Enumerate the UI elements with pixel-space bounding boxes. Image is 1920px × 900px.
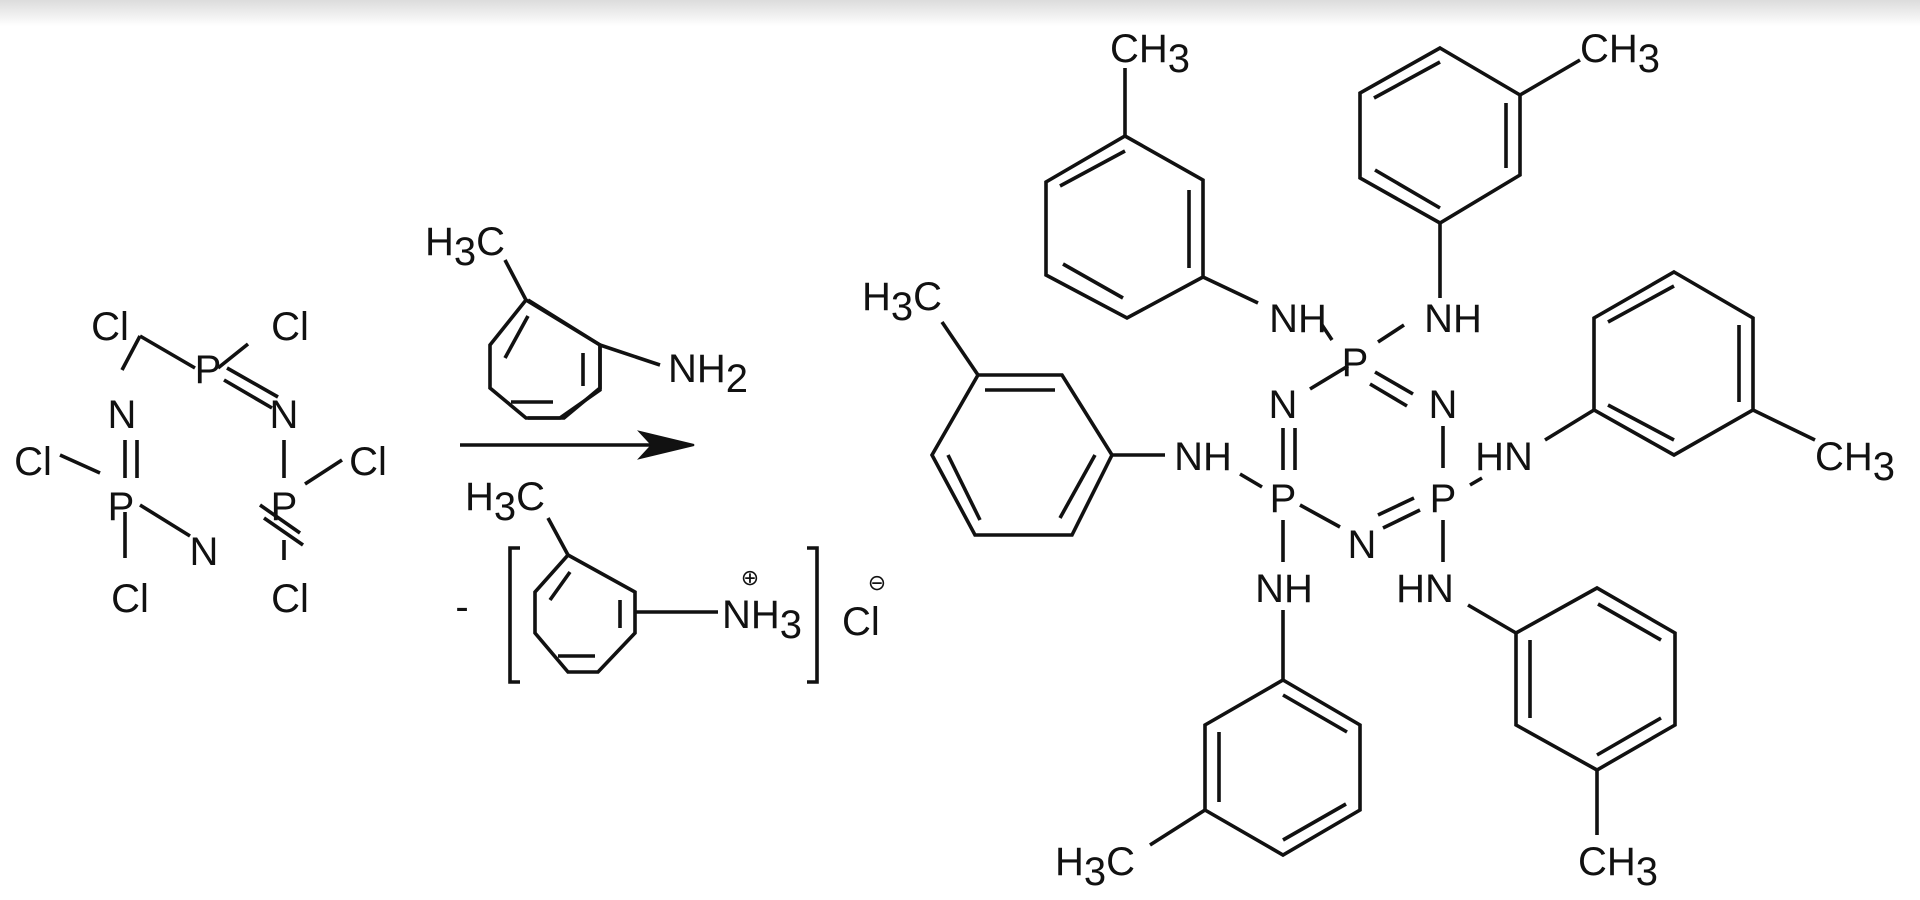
chlorine-atom-label: Cl xyxy=(271,577,309,621)
left-bracket xyxy=(508,546,520,684)
methyl-label: H3C xyxy=(1055,840,1135,894)
methyl-label: H3C xyxy=(862,275,942,329)
negative-charge-icon: ⊖ xyxy=(868,570,886,595)
toluidine-ring: CH3 xyxy=(1467,585,1677,894)
phosphorus-atom-label: P xyxy=(1342,341,1369,385)
chlorine-atom-label: Cl xyxy=(91,305,129,349)
reaction-arrow xyxy=(460,430,695,460)
phosphorus-atom-label: P xyxy=(1270,477,1297,521)
byproduct-m-toluidinium-chloride: - H3C NH3 ⊕ Cl ⊖ xyxy=(455,475,886,684)
nitrogen-atom-label: N xyxy=(1348,523,1377,567)
phosphorus-atom-label: P xyxy=(1430,477,1457,521)
nh-group-label: HN xyxy=(1396,567,1454,611)
chlorine-atom-label: Cl xyxy=(111,577,149,621)
reagent-m-toluidine: H3C NH2 xyxy=(425,220,748,420)
benzene-ring xyxy=(533,552,637,674)
minus-sign: - xyxy=(455,585,468,629)
toluidine-ring: CH3 xyxy=(1358,27,1660,298)
nh-group-label: NH xyxy=(1269,297,1327,341)
nitrogen-atom-label: N xyxy=(1269,383,1298,427)
nh-group-label: NH xyxy=(1255,567,1313,611)
methyl-label: H3C xyxy=(465,475,545,529)
nh-group-label: NH xyxy=(1174,435,1232,479)
nitrogen-atom-label: N xyxy=(108,393,137,437)
nitrogen-atom-label: N xyxy=(270,393,299,437)
amine-label: NH2 xyxy=(668,347,748,401)
toluidine-ring: CH3 xyxy=(1544,269,1895,489)
window-top-bar xyxy=(0,0,1920,26)
nitrogen-atom-label: N xyxy=(190,530,219,574)
positive-charge-icon: ⊕ xyxy=(741,565,759,590)
chlorine-atom-label: Cl xyxy=(14,440,52,484)
phosphorus-atom-label: P xyxy=(271,485,298,529)
toluidine-ring: H3C xyxy=(862,275,1165,537)
ammonium-label: NH3 xyxy=(722,593,802,647)
chlorine-atom-label: Cl xyxy=(349,440,387,484)
phosphorus-atom-label: P xyxy=(108,485,135,529)
chlorine-atom-label: Cl xyxy=(271,305,309,349)
reactant-hexachlorophosphazene: P P P N N N Cl Cl Cl Cl Cl Cl xyxy=(14,305,387,621)
methyl-label: H3C xyxy=(425,220,505,274)
toluidine-ring: CH3 xyxy=(1044,27,1259,321)
methyl-label: CH3 xyxy=(1110,27,1190,81)
chloride-label: Cl xyxy=(842,600,880,644)
methyl-label: CH3 xyxy=(1580,27,1660,81)
phosphorus-atom-label: P xyxy=(195,348,222,392)
right-bracket xyxy=(807,546,819,684)
nh-group-label: HN xyxy=(1475,435,1533,479)
toluidine-ring: H3C xyxy=(1055,610,1362,894)
methyl-label: CH3 xyxy=(1578,840,1658,894)
nh-group-label: NH xyxy=(1424,297,1482,341)
product-hexakis-m-toluidino-phosphazene: P P P N N N NH NH NH HN NH HN CH3 xyxy=(862,27,1895,894)
nitrogen-atom-label: N xyxy=(1429,383,1458,427)
methyl-label: CH3 xyxy=(1815,435,1895,489)
